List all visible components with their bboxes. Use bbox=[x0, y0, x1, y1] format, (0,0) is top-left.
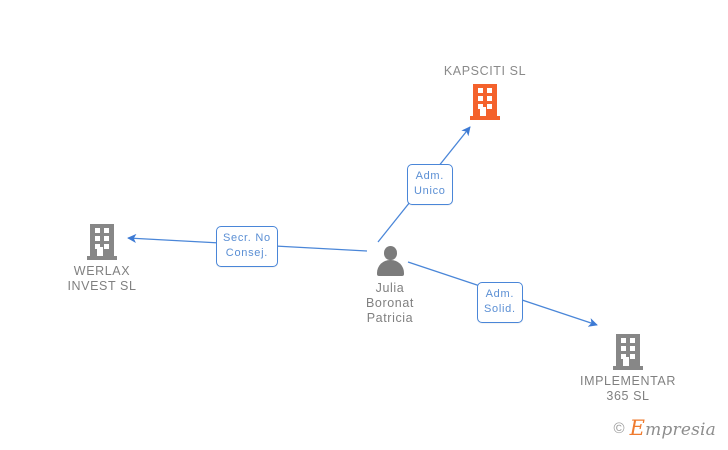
building-icon bbox=[470, 84, 500, 120]
edge-label-adm-solid[interactable]: Adm. Solid. bbox=[477, 282, 523, 323]
node-label-implementar: IMPLEMENTAR 365 SL bbox=[580, 374, 676, 403]
building-icon bbox=[87, 224, 117, 260]
edge-label-secr-no-consej[interactable]: Secr. No Consej. bbox=[216, 226, 278, 267]
brand-name: Empresia bbox=[630, 416, 716, 440]
node-person-julia[interactable]: Julia Boronat Patricia bbox=[310, 245, 470, 326]
node-label-werlax: WERLAX INVEST SL bbox=[67, 264, 137, 293]
person-icon bbox=[375, 245, 405, 277]
empresia-watermark: © Empresia bbox=[614, 416, 716, 440]
building-icon bbox=[613, 334, 643, 370]
node-company-kapsciti[interactable]: KAPSCITI SL bbox=[405, 60, 565, 120]
node-label-kapsciti: KAPSCITI SL bbox=[443, 64, 527, 78]
node-label-julia: Julia Boronat Patricia bbox=[366, 281, 414, 325]
node-company-werlax[interactable]: WERLAX INVEST SL bbox=[22, 224, 182, 294]
copyright-icon: © bbox=[613, 419, 625, 437]
node-company-implementar[interactable]: IMPLEMENTAR 365 SL bbox=[548, 334, 708, 404]
brand-rest: mpresia bbox=[645, 420, 716, 440]
brand-initial: E bbox=[629, 416, 646, 440]
edge-label-adm-unico[interactable]: Adm. Unico bbox=[407, 164, 453, 205]
